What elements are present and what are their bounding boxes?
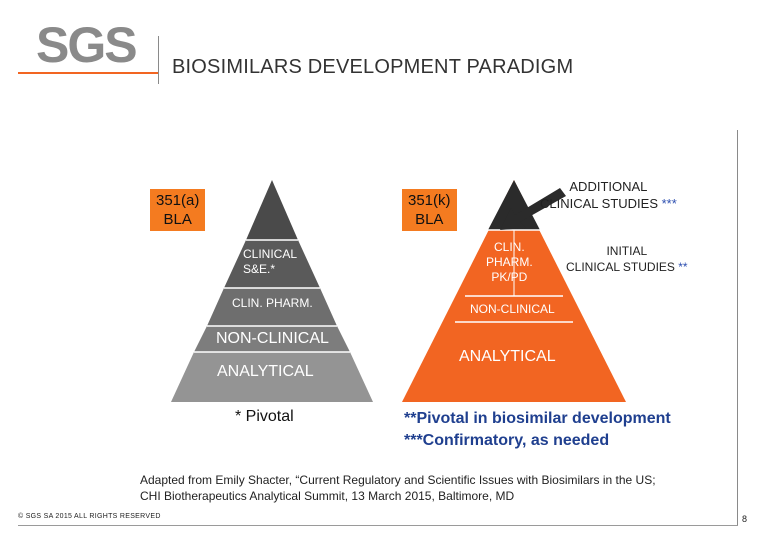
right-footnote-1: **Pivotal in biosimilar development xyxy=(404,410,671,427)
left-pyramid-nonclinical-layer xyxy=(194,326,350,352)
right-clin-pharm-label: CLIN. PHARM. PK/PD xyxy=(486,240,533,285)
initial-clinical-studies: INITIAL CLINICAL STUDIES ** xyxy=(566,243,688,275)
badge-351a-bla: 351(a) BLA xyxy=(150,189,206,231)
clin-pharm-line1: CLIN. xyxy=(493,240,525,254)
footer-divider xyxy=(18,525,738,526)
source-citation: Adapted from Emily Shacter, “Current Reg… xyxy=(140,472,656,504)
initial-line1: INITIAL xyxy=(606,244,648,258)
right-footnotes: **Pivotal in biosimilar development ***C… xyxy=(404,408,671,452)
page-number: 8 xyxy=(742,514,748,524)
right-non-clinical-label: NON-CLINICAL xyxy=(470,302,555,316)
left-footnote: * Pivotal xyxy=(235,408,294,425)
clinical-line1: CLINICAL xyxy=(243,247,298,261)
left-pyramid-clinpharm-layer xyxy=(207,288,337,326)
additional-line2-text: CLINICAL STUDIES xyxy=(540,196,658,211)
left-clin-pharm-label: CLIN. PHARM. xyxy=(232,296,313,310)
logo-underline xyxy=(18,72,158,74)
left-non-clinical-label: NON-CLINICAL xyxy=(216,330,329,347)
clin-pharm-line2: PHARM. xyxy=(486,255,533,269)
left-analytical-label: ANALYTICAL xyxy=(217,363,314,380)
left-pyramid-top-layer xyxy=(246,180,298,240)
additional-line2: CLINICAL STUDIES *** xyxy=(540,195,677,212)
badge-351k: 351(k) xyxy=(408,192,451,209)
initial-line2-text: CLINICAL STUDIES xyxy=(566,260,675,274)
clinical-line2: S&E.* xyxy=(243,262,276,276)
left-clinical-label: CLINICAL S&E.* xyxy=(243,247,297,277)
arrow-to-additional-studies xyxy=(500,188,566,230)
additional-stars: *** xyxy=(661,196,677,211)
right-footnote-2: ***Confirmatory, as needed xyxy=(404,432,610,449)
right-analytical-label: ANALYTICAL xyxy=(459,348,556,365)
initial-stars: ** xyxy=(678,260,688,274)
badge-bla-left: BLA xyxy=(163,211,192,228)
left-pyramid-clinical-layer xyxy=(224,240,320,288)
source-line1: Adapted from Emily Shacter, “Current Reg… xyxy=(140,473,656,487)
badge-bla-right: BLA xyxy=(415,211,444,228)
right-frame-line xyxy=(737,130,738,525)
badge-351a: 351(a) xyxy=(156,192,200,209)
sgs-logo: SGS xyxy=(36,17,138,73)
badge-351k-bla: 351(k) BLA xyxy=(402,189,457,231)
additional-clinical-studies: ADDITIONAL CLINICAL STUDIES *** xyxy=(540,178,677,212)
initial-line2: CLINICAL STUDIES ** xyxy=(566,259,688,275)
additional-line1: ADDITIONAL xyxy=(569,179,648,194)
page-title: BIOSIMILARS DEVELOPMENT PARADIGM xyxy=(172,56,574,78)
clin-pharm-line3: PK/PD xyxy=(491,270,528,284)
source-line2: CHI Biotherapeutics Analytical Summit, 1… xyxy=(140,489,515,503)
copyright-notice: © SGS SA 2015 ALL RIGHTS RESERVED xyxy=(18,513,161,520)
left-pyramid-analytical-layer xyxy=(171,352,373,402)
header-divider xyxy=(158,36,159,84)
